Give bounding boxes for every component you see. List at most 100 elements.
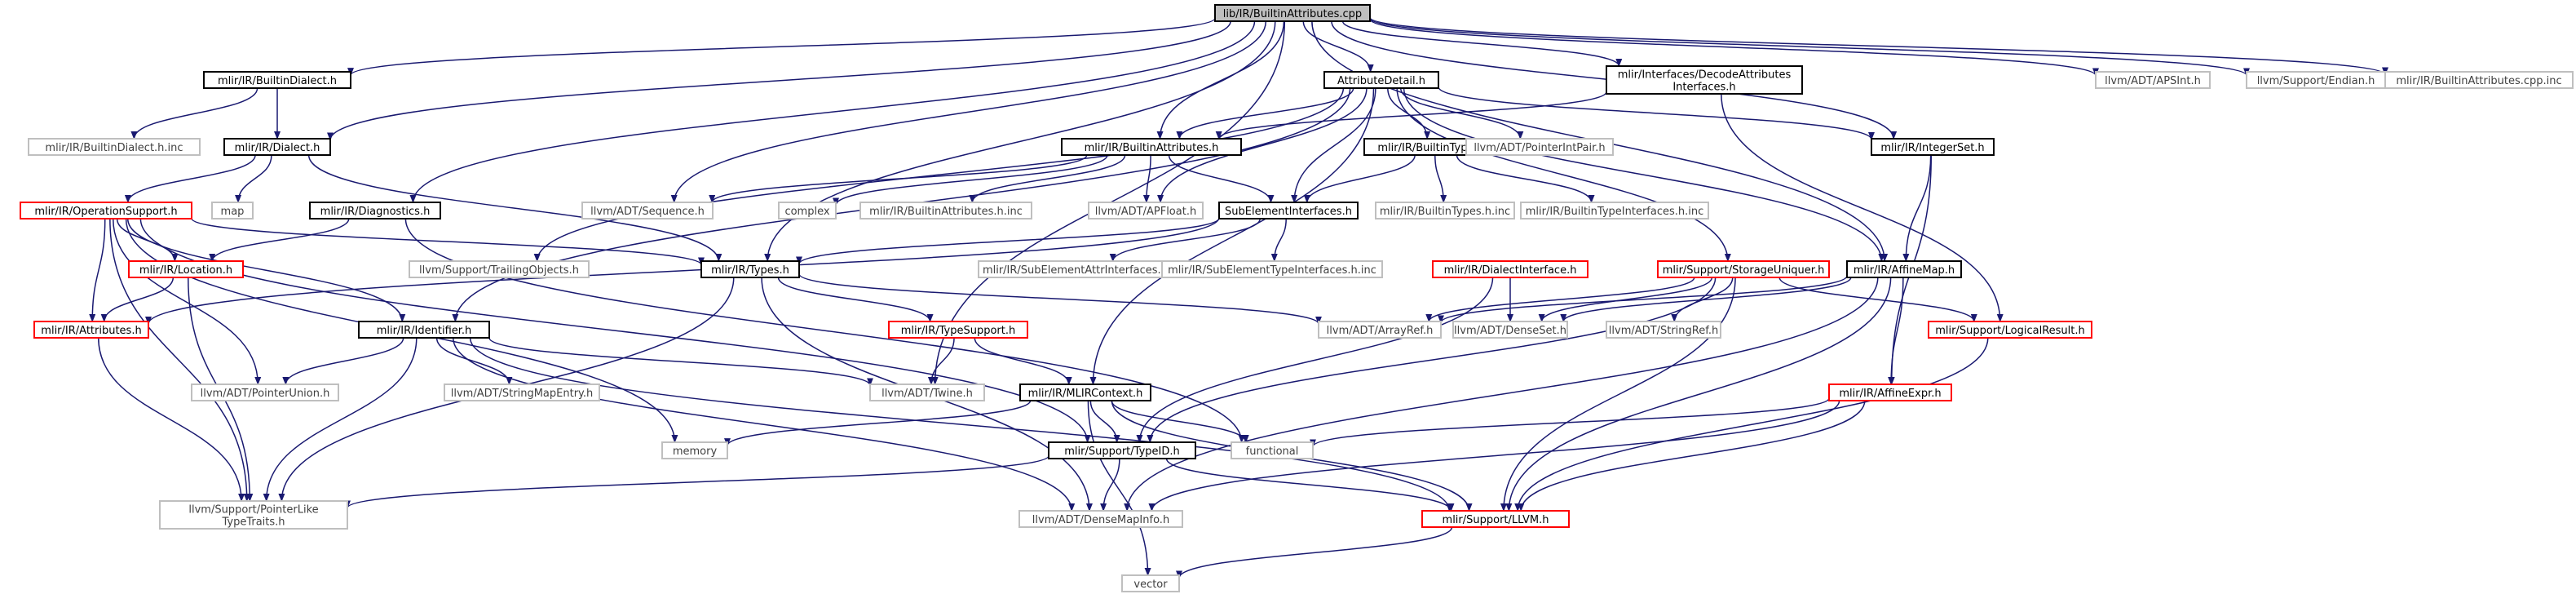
node-decodeattr[interactable]: mlir/Interfaces/DecodeAttributesInterfac… xyxy=(1606,65,1803,95)
edge-typesupport-to-twine xyxy=(927,337,955,385)
node-box-apsint xyxy=(2095,71,2211,89)
edge-identifier-to-twine xyxy=(488,337,873,387)
node-diagnostics[interactable]: mlir/IR/Diagnostics.h xyxy=(309,202,441,219)
edge-subelementinterfaces-to-types xyxy=(796,217,1220,265)
edge-decodeattr-to-builtinattributes xyxy=(1215,91,1607,140)
edge-affineexpr-to-functional xyxy=(1310,397,1830,448)
edge-affinemap-to-llvmh xyxy=(1505,277,1892,512)
node-builtintypeinterfaces_inc[interactable]: mlir/IR/BuiltinTypeInterfaces.h.inc xyxy=(1520,202,1709,219)
edge-attributedetail-to-mlircontext xyxy=(1089,87,1375,385)
node-stringref[interactable]: llvm/ADT/StringRef.h xyxy=(1606,321,1721,339)
edge-mlircontext-to-typeid xyxy=(1089,400,1120,443)
node-affineexpr[interactable]: mlir/IR/AffineExpr.h xyxy=(1828,384,1952,401)
node-label-builtintypes: mlir/IR/BuiltinTypes.h xyxy=(1377,142,1489,154)
node-builtinattributes[interactable]: mlir/IR/BuiltinAttributes.h xyxy=(1061,138,1242,156)
node-sequence[interactable]: llvm/ADT/Sequence.h xyxy=(581,202,714,219)
node-builtindialect[interactable]: mlir/IR/BuiltinDialect.h xyxy=(203,71,351,89)
node-label-storageuniquer: mlir/Support/StorageUniquer.h xyxy=(1663,264,1825,277)
node-label-decodeattr: Interfaces.h xyxy=(1672,82,1735,94)
node-vector[interactable]: vector xyxy=(1121,574,1180,592)
node-box-typesupport xyxy=(888,321,1028,339)
node-operationsupport[interactable]: mlir/IR/OperationSupport.h xyxy=(20,202,192,219)
node-box-map xyxy=(211,202,254,219)
node-box-stringmapentry xyxy=(444,384,600,401)
node-subelemtype_inc[interactable]: mlir/IR/SubElementTypeInterfaces.h.inc xyxy=(1161,260,1383,278)
node-label-densemapinfo: llvm/ADT/DenseMapInfo.h xyxy=(1032,514,1169,526)
node-box-sequence xyxy=(581,202,714,219)
node-label-trailingobjects: llvm/Support/TrailingObjects.h xyxy=(419,264,579,277)
node-identifier[interactable]: mlir/IR/Identifier.h xyxy=(358,321,490,339)
edge-identifier-to-llvmh xyxy=(469,337,1453,512)
node-label-integerset: mlir/IR/IntegerSet.h xyxy=(1880,142,1984,154)
node-apfloat[interactable]: llvm/ADT/APFloat.h xyxy=(1088,202,1204,219)
node-label-builtinattributes_inc: mlir/IR/BuiltinAttributes.h.inc xyxy=(869,206,1023,218)
node-box-builtintypeinterfaces_inc xyxy=(1520,202,1709,219)
node-subelemattr_inc[interactable]: mlir/IR/SubElementAttrInterfaces.h.inc xyxy=(978,260,1191,278)
node-box-typeid xyxy=(1048,441,1196,459)
edge-builtinattributes-to-sequence xyxy=(709,154,1088,203)
node-densemapinfo[interactable]: llvm/ADT/DenseMapInfo.h xyxy=(1018,510,1183,528)
node-box-subelemtype_inc xyxy=(1161,260,1383,278)
node-label-typeid: mlir/Support/TypeID.h xyxy=(1064,446,1179,458)
node-label-diagnostics: mlir/IR/Diagnostics.h xyxy=(320,206,431,218)
node-memory[interactable]: memory xyxy=(661,441,728,459)
node-trailingobjects[interactable]: llvm/Support/TrailingObjects.h xyxy=(409,260,590,278)
edge-dialect-to-map xyxy=(235,154,272,203)
node-llvmh[interactable]: mlir/Support/LLVM.h xyxy=(1421,510,1570,528)
node-types[interactable]: mlir/IR/Types.h xyxy=(700,260,800,278)
node-pointerintpair[interactable]: llvm/ADT/PointerIntPair.h xyxy=(1465,138,1614,156)
node-twine[interactable]: llvm/ADT/Twine.h xyxy=(869,384,985,401)
node-denseset[interactable]: llvm/ADT/DenseSet.h xyxy=(1452,321,1568,339)
node-storageuniquer[interactable]: mlir/Support/StorageUniquer.h xyxy=(1657,260,1830,278)
node-typesupport[interactable]: mlir/IR/TypeSupport.h xyxy=(888,321,1028,339)
node-box-builtindialect_inc xyxy=(28,138,201,156)
node-complex[interactable]: complex xyxy=(778,202,837,219)
node-attributedetail[interactable]: AttributeDetail.h xyxy=(1323,71,1439,89)
edge-root-to-attributedetail xyxy=(1302,20,1374,73)
node-mlircontext[interactable]: mlir/IR/MLIRContext.h xyxy=(1019,384,1151,401)
node-typeid[interactable]: mlir/Support/TypeID.h xyxy=(1048,441,1196,459)
edge-logicalresult-to-llvmh xyxy=(1514,337,1989,512)
node-label-types: mlir/IR/Types.h xyxy=(711,264,789,277)
node-map[interactable]: map xyxy=(211,202,254,219)
node-apsint[interactable]: llvm/ADT/APSInt.h xyxy=(2095,71,2211,89)
node-box-location xyxy=(128,260,244,278)
node-dialect[interactable]: mlir/IR/Dialect.h xyxy=(223,138,331,156)
edge-dialectinterface-to-typeid xyxy=(1136,277,1494,443)
node-integerset[interactable]: mlir/IR/IntegerSet.h xyxy=(1871,138,1995,156)
node-label-builtindialect: mlir/IR/BuiltinDialect.h xyxy=(218,75,337,87)
edge-subelementinterfaces-to-subelemattr_inc xyxy=(1109,218,1261,262)
node-builtindialect_inc[interactable]: mlir/IR/BuiltinDialect.h.inc xyxy=(28,138,201,156)
node-box-affineexpr xyxy=(1828,384,1952,401)
edge-builtinattributes-to-complex xyxy=(833,154,1108,206)
node-box-builtinattributes_inc xyxy=(859,202,1032,219)
edge-builtintypes-to-builtintypeinterfaces_inc xyxy=(1456,154,1595,203)
node-label-affineexpr: mlir/IR/AffineExpr.h xyxy=(1839,388,1941,400)
node-logicalresult[interactable]: mlir/Support/LogicalResult.h xyxy=(1928,321,2092,339)
node-endian[interactable]: llvm/Support/Endian.h xyxy=(2246,71,2386,89)
edge-operationsupport-to-identifier xyxy=(126,218,406,322)
node-affinemap[interactable]: mlir/IR/AffineMap.h xyxy=(1846,260,1962,278)
node-pointerunion[interactable]: llvm/ADT/PointerUnion.h xyxy=(191,384,339,401)
node-dialectinterface[interactable]: mlir/IR/DialectInterface.h xyxy=(1432,260,1588,278)
edge-subelementinterfaces-to-subelemtype_inc xyxy=(1270,218,1287,262)
node-builtinattrinc_cpp[interactable]: mlir/IR/BuiltinAttributes.cpp.inc xyxy=(2384,71,2574,89)
node-root[interactable]: lib/IR/BuiltinAttributes.cpp xyxy=(1214,4,1371,22)
node-stringmapentry[interactable]: llvm/ADT/StringMapEntry.h xyxy=(444,384,600,401)
node-box-llvmh xyxy=(1421,510,1570,528)
node-functional[interactable]: functional xyxy=(1231,441,1314,459)
node-builtinattributes_inc[interactable]: mlir/IR/BuiltinAttributes.h.inc xyxy=(859,202,1032,219)
node-box-complex xyxy=(778,202,837,219)
node-location[interactable]: mlir/IR/Location.h xyxy=(128,260,244,278)
node-layer: lib/IR/BuiltinAttributes.cpp mlir/IR/Buil… xyxy=(20,4,2574,592)
node-subelementinterfaces[interactable]: SubElementInterfaces.h xyxy=(1218,202,1359,219)
edge-storageuniquer-to-arrayref xyxy=(1425,277,1695,322)
node-builtintypes_inc[interactable]: mlir/IR/BuiltinTypes.h.inc xyxy=(1375,202,1515,219)
node-label-affinemap: mlir/IR/AffineMap.h xyxy=(1854,264,1955,277)
node-box-identifier xyxy=(358,321,490,339)
node-label-memory: memory xyxy=(673,446,718,458)
node-attributes[interactable]: mlir/IR/Attributes.h xyxy=(33,321,149,339)
node-box-builtinattributes xyxy=(1061,138,1242,156)
node-arrayref[interactable]: llvm/ADT/ArrayRef.h xyxy=(1318,321,1442,339)
